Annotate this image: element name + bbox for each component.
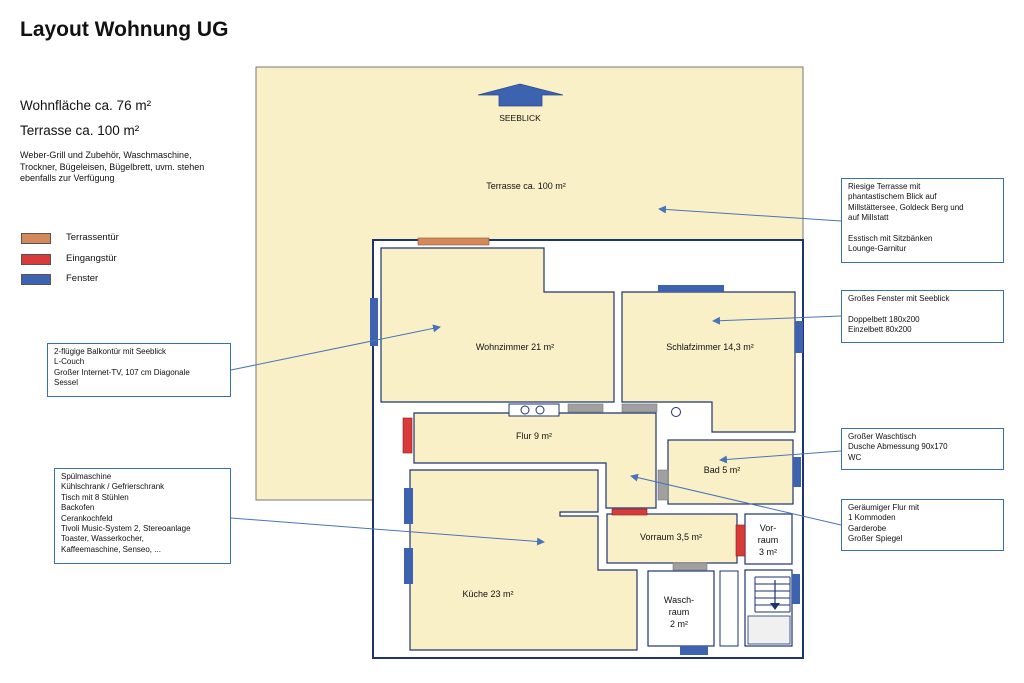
callout-flur-line: 1 Kommoden <box>848 513 896 523</box>
window-bad <box>793 457 801 487</box>
room-flur <box>413 412 657 509</box>
label-flur: Flur 9 m² <box>516 431 552 441</box>
callout-terrasse-line: Lounge-Garnitur <box>848 244 907 254</box>
label-bad: Bad 5 m² <box>704 465 741 475</box>
callout-kueche-line: Kühlschrank / Gefrierschrank <box>61 482 165 492</box>
hallway-fixtures <box>508 403 708 571</box>
callout-kueche-line: Tisch mit 8 Stühlen <box>61 492 129 502</box>
callout-bad-line: WC <box>848 452 862 462</box>
callout-flur-line: Geräumiger Flur mit <box>848 503 920 512</box>
legend-swatch-window <box>21 274 51 285</box>
callout-schlafzimmer-line: Einzelbett 80x200 <box>848 325 912 335</box>
callout-bad-line: Großer Waschtisch <box>848 432 917 441</box>
callout-terrasse-line: phantastischem Blick auf <box>848 192 937 202</box>
window-kueche-lower <box>404 548 413 584</box>
callout-kueche: Spülmaschine Kühlschrank / Gefrierschran… <box>54 468 231 564</box>
seeblick-arrow-icon <box>477 83 564 107</box>
entry-door-vorraum <box>611 508 648 516</box>
amenities-text: Weber-Grill und Zubehör, Waschmaschine, … <box>20 150 205 183</box>
arrow-schlafzimmer <box>712 315 842 325</box>
arrow-wohnzimmer <box>230 324 441 371</box>
page-title: Layout Wohnung UG <box>20 18 229 41</box>
callout-terrasse-line: Esstisch mit Sitzbänken <box>848 234 933 244</box>
legend-label-entry-door: Eingangstür <box>66 253 117 264</box>
window-schlafzimmer-top <box>658 285 724 292</box>
seeblick-label: SEEBLICK <box>499 113 541 123</box>
callout-wohnzimmer-line: L-Couch <box>54 357 85 367</box>
room-waschraum <box>647 570 715 647</box>
callout-terrasse-line: auf Millstatt <box>848 213 889 223</box>
callout-kueche-line: Cerankochfeld <box>61 513 113 523</box>
legend-swatch-entry-door <box>21 254 51 265</box>
callout-wohnzimmer: 2-flügige Balkontür mit Seeblick L-Couch… <box>47 343 231 397</box>
callout-terrasse-line: Riesige Terrasse mit <box>848 182 921 191</box>
entry-door-vorraum-2 <box>735 524 746 557</box>
terrace-door <box>417 237 490 246</box>
callout-kueche-line: Spülmaschine <box>61 472 112 481</box>
label-schlafzimmer: Schlafzimmer 14,3 m² <box>666 342 754 352</box>
label-vorraum-2-line2: raum <box>758 535 779 545</box>
label-kueche: Küche 23 m² <box>462 589 513 599</box>
callout-flur-line: Garderobe <box>848 523 887 533</box>
legend-label-window: Fenster <box>66 273 99 284</box>
label-vorraum-2-line3: 3 m² <box>759 547 777 557</box>
callout-kueche-line: Tivoli Music-System 2, Stereoanlage <box>61 524 191 534</box>
callout-schlafzimmer-line: Großes Fenster mit Seeblick <box>848 294 950 303</box>
callout-schlafzimmer: Großes Fenster mit Seeblick Doppelbett 1… <box>841 290 1004 343</box>
room-schlafzimmer <box>621 291 796 433</box>
staircase <box>744 569 793 647</box>
room-bad <box>667 439 794 505</box>
callout-flur-line: Großer Spiegel <box>848 534 903 544</box>
legend-label-terrace-door: Terrassentür <box>66 232 119 243</box>
callout-terrasse: Riesige Terrasse mit phantastischem Blic… <box>841 178 1004 263</box>
arrow-terrasse <box>658 205 842 222</box>
arrow-bad <box>719 450 842 464</box>
room-vorraum-2 <box>744 513 793 565</box>
callout-kueche-line: Toaster, Wasserkocher, <box>61 534 144 544</box>
window-schlafzimmer-side <box>795 321 803 353</box>
callout-kueche-line: Backofen <box>61 503 95 513</box>
arrow-kueche <box>230 517 545 546</box>
callout-bad-line: Dusche Abmessung 90x170 <box>848 442 948 452</box>
living-area-text: Wohnfläche ca. 76 m² <box>20 98 152 113</box>
entry-door-flur <box>402 417 413 454</box>
callout-wohnzimmer-line: 2-flügige Balkontür mit Seeblick <box>54 347 167 356</box>
label-terrasse: Terrasse ca. 100 m² <box>486 181 566 191</box>
legend-swatch-terrace-door <box>21 233 51 244</box>
callout-wohnzimmer-line: Großer Internet-TV, 107 cm Diagonale <box>54 367 190 377</box>
callout-kueche-line: Kaffeemaschine, Senseo, ... <box>61 544 161 554</box>
label-wohnzimmer: Wohnzimmer 21 m² <box>476 342 554 352</box>
room-wohnzimmer <box>380 247 615 403</box>
label-waschraum-line3: 2 m² <box>670 619 688 629</box>
terrace-area-text: Terrasse ca. 100 m² <box>20 123 140 138</box>
room-kueche <box>409 469 638 651</box>
callout-schlafzimmer-line <box>848 304 997 314</box>
callout-schlafzimmer-line: Doppelbett 180x200 <box>848 314 920 324</box>
label-waschraum-line1: Wasch- <box>664 595 694 605</box>
callout-terrasse-line: Millstättersee, Goldeck Berg und <box>848 202 964 212</box>
callout-terrasse-line <box>848 224 997 234</box>
storage-closet <box>719 570 739 647</box>
label-vorraum-2-line1: Vor- <box>760 523 777 533</box>
arrow-flur <box>630 473 842 526</box>
callout-bad: Großer Waschtisch Dusche Abmessung 90x17… <box>841 428 1004 470</box>
window-kueche-upper <box>404 488 413 524</box>
window-staircase <box>792 574 800 604</box>
window-waschraum <box>680 646 708 655</box>
callout-flur: Geräumiger Flur mit 1 Kommoden Garderobe… <box>841 499 1004 551</box>
label-vorraum: Vorraum 3,5 m² <box>640 532 702 542</box>
callout-wohnzimmer-line: Sessel <box>54 378 79 388</box>
window-wohnzimmer <box>370 298 378 346</box>
callout-arrows <box>230 205 842 546</box>
label-waschraum-line2: raum <box>669 607 690 617</box>
